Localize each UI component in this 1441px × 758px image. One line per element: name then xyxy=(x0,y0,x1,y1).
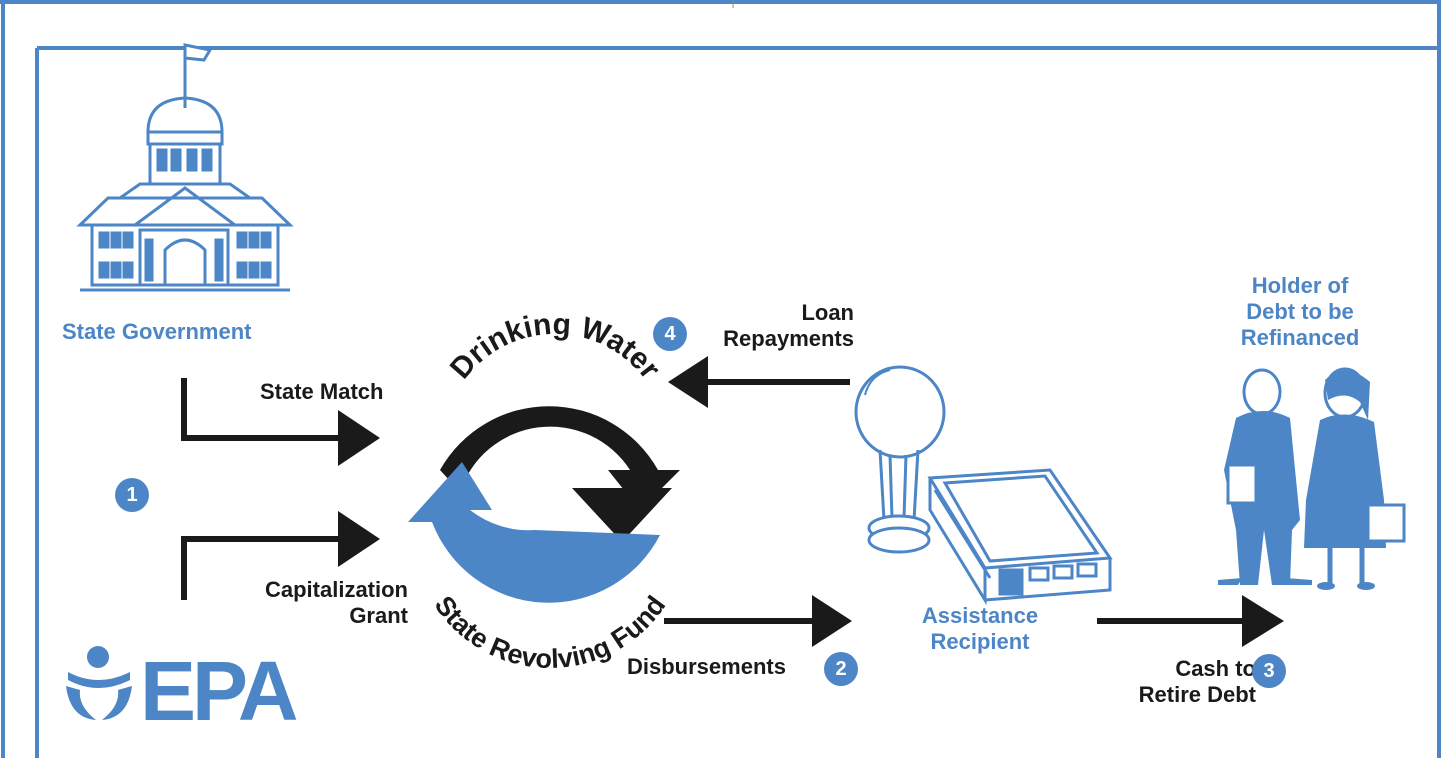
step-2-badge: 2 xyxy=(824,652,858,686)
epa-logo-icon xyxy=(66,646,132,720)
step-3-badge: 3 xyxy=(1252,654,1286,688)
loan-repayments-arrow xyxy=(668,356,850,408)
capitalization-grant-arrow xyxy=(181,511,380,600)
cash-retire-debt-label: Cash to Retire Debt xyxy=(1138,656,1256,707)
disbursements-arrow xyxy=(664,595,852,647)
debt-holders-icon xyxy=(1218,367,1406,590)
state-government-label: State Government xyxy=(62,319,252,344)
disbursements-label: Disbursements xyxy=(627,654,786,679)
capitol-building-icon xyxy=(76,43,294,292)
cash-retire-debt-arrow xyxy=(1097,595,1284,647)
state-match-label: State Match xyxy=(260,379,384,404)
loan-repayments-label: Loan Repayments xyxy=(723,300,854,351)
debt-holder-label: Holder of Debt to be Refinanced xyxy=(1240,273,1360,350)
revolving-cycle-icon xyxy=(408,406,680,603)
capitalization-grant-label: Capitalization Grant xyxy=(264,577,408,628)
epa-logo-text: EPA xyxy=(140,644,297,738)
water-tower-icon xyxy=(854,365,946,554)
state-match-arrow xyxy=(181,378,380,466)
step-4-badge: 4 xyxy=(653,317,687,351)
step-1-badge: 1 xyxy=(115,478,149,512)
assistance-recipient-label: Assistance Recipient xyxy=(921,603,1039,654)
treatment-plant-icon xyxy=(927,468,1113,606)
cycle-top-label: Drinking Water xyxy=(444,308,667,386)
